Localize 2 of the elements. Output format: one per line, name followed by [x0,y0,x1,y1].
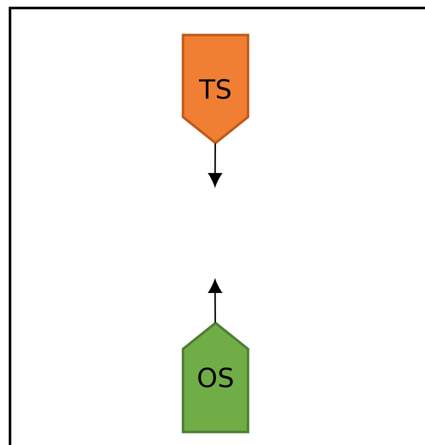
arrow [208,280,222,323]
arrow [208,143,222,186]
